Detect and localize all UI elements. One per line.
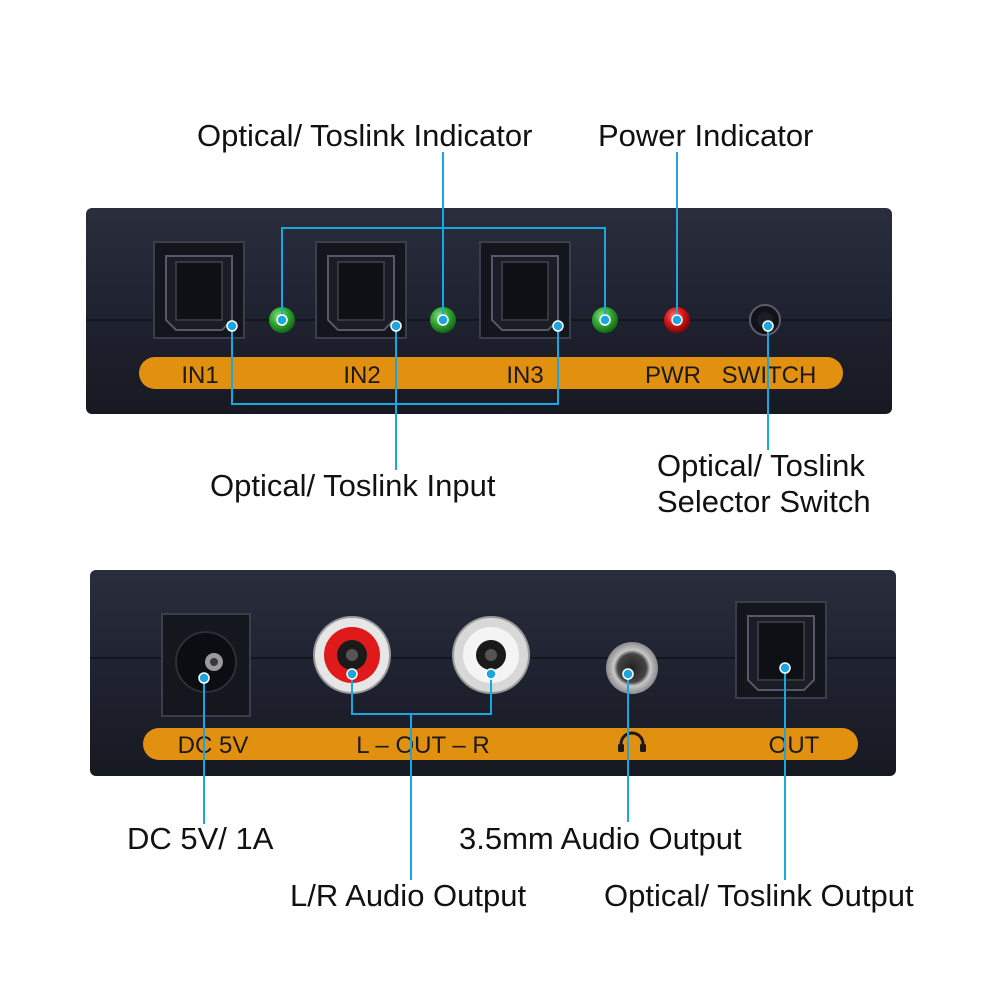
leader-dot [390, 320, 402, 332]
optical-input-port-in3 [479, 241, 571, 339]
front-label-strip [139, 357, 843, 389]
dc-power-jack [161, 613, 251, 717]
leader-dot [599, 314, 611, 326]
label-out: OUT [769, 732, 820, 759]
callout-audio-35mm: 3.5mm Audio Output [459, 821, 742, 856]
front-panel: IN1 IN2 IN3 PWR SWITCH [86, 208, 892, 414]
rca-right-jack [452, 616, 530, 694]
optical-input-port-in1 [153, 241, 245, 339]
leader-dot [226, 320, 238, 332]
leader-dot [671, 314, 683, 326]
headphone-icon [618, 731, 646, 752]
leader-dot [485, 668, 497, 680]
callout-power-indicator: Power Indicator [598, 118, 814, 153]
callout-selector-switch-line2: Selector Switch [657, 484, 871, 519]
optical-output-port [735, 601, 827, 699]
leader-dot [552, 320, 564, 332]
leader-dot [198, 672, 210, 684]
label-in3: IN3 [506, 362, 543, 389]
label-dc: DC 5V [178, 732, 249, 759]
callout-optical-indicator: Optical/ Toslink Indicator [197, 118, 533, 153]
leader-lines [203, 152, 786, 880]
headphone-jack [606, 642, 658, 694]
leader-dot [762, 320, 774, 332]
label-in2: IN2 [343, 362, 380, 389]
label-pwr: PWR [645, 362, 701, 389]
leader-dot [346, 668, 358, 680]
callout-dc-power: DC 5V/ 1A [127, 821, 274, 856]
rca-left-jack [313, 616, 391, 694]
callout-selector-switch-line1: Optical/ Toslink [657, 448, 865, 483]
callout-lr-audio: L/R Audio Output [290, 878, 527, 913]
callout-optical-input: Optical/ Toslink Input [210, 468, 496, 503]
leader-dot [437, 314, 449, 326]
leader-lr-bracket [351, 674, 492, 715]
leader-dot [622, 668, 634, 680]
leader-dots [198, 314, 791, 684]
label-in1: IN1 [181, 362, 218, 389]
rear-label-strip [143, 728, 858, 760]
leader-dot [779, 662, 791, 674]
callout-optical-output: Optical/ Toslink Output [604, 878, 914, 913]
leader-dot [276, 314, 288, 326]
optical-input-port-in2 [315, 241, 407, 339]
label-lr-out: L – OUT – R [356, 732, 489, 759]
